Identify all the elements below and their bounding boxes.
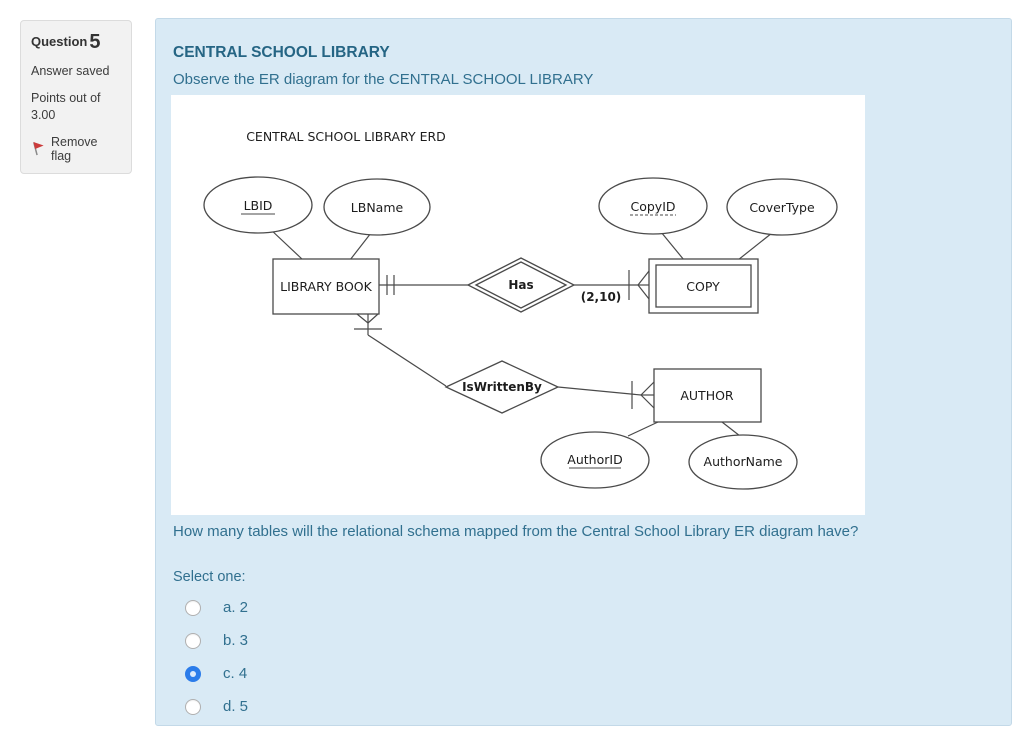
points-info: Points out of 3.00 — [31, 90, 101, 123]
question-content-panel: CENTRAL SCHOOL LIBRARY Observe the ER di… — [155, 18, 1012, 726]
flag-icon — [33, 141, 44, 156]
er-diagram-shapes — [203, 176, 838, 490]
radio-option-a[interactable] — [185, 599, 201, 616]
answer-options: a. 2 b. 3 c. 4 d. 5 — [171, 591, 996, 723]
diagram-title: CENTRAL SCHOOL LIBRARY ERD — [246, 129, 446, 144]
crow-foot-prong — [640, 381, 655, 396]
entity-copy-inner — [655, 264, 752, 308]
select-one-prompt: Select one: — [173, 569, 246, 585]
option-row-b: b. 3 — [171, 624, 996, 657]
radio-option-d[interactable] — [185, 698, 201, 715]
line-lbid-librarybook — [268, 227, 304, 261]
line-lbname-librarybook — [349, 232, 372, 261]
attribute-authorname-ellipse — [688, 434, 798, 490]
attribute-lbid-ellipse — [203, 176, 313, 234]
option-row-c: c. 4 — [171, 657, 996, 690]
crow-foot-prong — [367, 313, 379, 324]
remove-flag-link[interactable]: Remove flag — [31, 135, 121, 163]
line-covertype-copy — [737, 232, 773, 261]
cardinality-2-10-label: (2,10) — [581, 290, 622, 304]
crow-foot-prong — [637, 284, 650, 300]
answer-status: Answer saved — [31, 64, 110, 78]
relationship-has-label: Has — [508, 278, 533, 292]
question-number: 5 — [89, 31, 101, 53]
line-iswrittenby-author — [557, 386, 642, 396]
question-label: Question — [31, 34, 88, 49]
line-librarybook-iswrittenby — [367, 334, 447, 387]
attribute-lbid-label: LBID — [244, 198, 273, 213]
question-text: How many tables will the relational sche… — [173, 523, 859, 540]
entity-library-book-label: LIBRARY BOOK — [280, 279, 372, 294]
option-d-label[interactable]: d. 5 — [223, 698, 249, 715]
option-c-label[interactable]: c. 4 — [223, 665, 248, 682]
option-row-d: d. 5 — [171, 690, 996, 723]
radio-option-c[interactable] — [185, 665, 201, 682]
option-row-a: a. 2 — [171, 591, 996, 624]
attribute-lbname-label: LBName — [351, 200, 404, 215]
er-diagram-image: CENTRAL SCHOOL LIBRARY ERD LBID LBName C… — [171, 95, 865, 515]
attribute-covertype-label: CoverType — [749, 200, 815, 215]
attribute-copyid-label: CopyID — [630, 199, 675, 214]
entity-author — [653, 368, 762, 423]
line-author-authorid — [627, 421, 659, 437]
attribute-authorid-ellipse — [540, 431, 650, 489]
line-author-authorname — [721, 421, 741, 437]
crow-foot-prong — [637, 270, 650, 286]
er-diagram-labels: CENTRAL SCHOOL LIBRARY ERD LBID LBName C… — [241, 129, 815, 469]
attribute-copyid-ellipse — [598, 177, 708, 235]
attribute-covertype-ellipse — [726, 178, 838, 236]
option-b-label[interactable]: b. 3 — [223, 632, 249, 649]
attribute-lbname-ellipse — [323, 178, 431, 236]
relationship-iswrittenby — [444, 360, 560, 414]
line-copyid-copy — [660, 231, 685, 261]
crow-foot-prong — [640, 394, 655, 409]
question-subtitle: Observe the ER diagram for the CENTRAL S… — [173, 71, 594, 88]
entity-copy-label: COPY — [686, 279, 720, 294]
remove-flag-label: Remove flag — [50, 134, 98, 163]
option-a-label[interactable]: a. 2 — [223, 599, 249, 616]
attribute-authorname-label: AuthorName — [704, 454, 783, 469]
er-diagram-lines — [268, 227, 773, 437]
relationship-iswrittenby-label: IsWrittenBy — [462, 380, 542, 394]
attribute-authorid-label: AuthorID — [567, 452, 622, 467]
relationship-has-inner — [474, 261, 568, 309]
question-title: CENTRAL SCHOOL LIBRARY — [173, 44, 390, 61]
crow-foot-prong — [356, 313, 369, 324]
entity-library-book — [272, 258, 380, 315]
radio-option-b[interactable] — [185, 632, 201, 649]
entity-author-label: AUTHOR — [680, 388, 734, 403]
